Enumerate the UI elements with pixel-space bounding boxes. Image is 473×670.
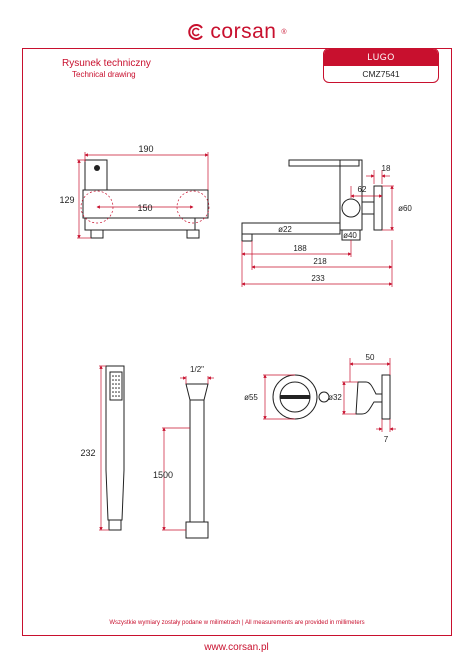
holder-front-side-knob <box>318 391 330 403</box>
brand-name: corsan <box>210 20 277 43</box>
measurement-note: Wszystkie wymiary zostały podane w milim… <box>109 620 365 626</box>
dim-50-label: 50 <box>366 353 375 362</box>
title-english: Technical drawing <box>72 70 136 79</box>
dim-18-label: 18 <box>382 164 391 173</box>
dim-dia40-label: ø40 <box>343 231 357 240</box>
faucet-front-lever-dot <box>94 165 100 171</box>
website-link[interactable]: www.corsan.pl <box>204 642 269 653</box>
faucet-front-connector-right <box>186 229 200 239</box>
dim-62-label: 62 <box>358 185 367 194</box>
dim-dia55-label: ø55 <box>244 393 258 402</box>
hose-cone-nut <box>185 383 209 401</box>
dim-129-label: 129 <box>59 195 74 205</box>
holder-side-view: 50 ø32 7 <box>328 353 396 444</box>
hand-shower-head <box>109 371 123 401</box>
dim-half-inch-label: 1/2" <box>190 365 204 374</box>
dim-188-label: 188 <box>293 244 307 253</box>
dim-dia32-label: ø32 <box>328 393 342 402</box>
dim-232-label: 232 <box>80 448 95 458</box>
faucet-side-eccentric <box>361 201 375 215</box>
faucet-side-wall-flange <box>373 185 383 231</box>
hose-view: 1/2" 1500 <box>153 365 214 539</box>
dim-218-label: 218 <box>313 257 327 266</box>
faucet-front-view: 190 129 150 <box>59 144 210 239</box>
hand-shower-body <box>105 365 125 521</box>
hand-shower-view: 232 <box>80 365 125 531</box>
holder-side-arm <box>355 381 383 415</box>
model-name: LUGO <box>324 49 438 66</box>
model-code: CMZ7541 <box>362 69 400 79</box>
dim-1500-label: 1500 <box>153 470 173 480</box>
dim-dia22-label: ø22 <box>278 225 292 234</box>
dim-150-label: 150 <box>137 203 152 213</box>
brand-registered-mark: ® <box>281 28 287 36</box>
hand-shower-connector <box>108 519 122 531</box>
faucet-side-aerator <box>241 233 253 242</box>
dim-190-label: 190 <box>138 144 153 154</box>
brand-logo: corsan ® <box>0 20 473 47</box>
faucet-front-connector-left <box>90 229 104 239</box>
dim-233-label: 233 <box>311 274 325 283</box>
faucet-side-cartridge <box>341 198 361 218</box>
title-polish: Rysunek techniczny <box>62 58 151 69</box>
faucet-front-body <box>84 159 108 191</box>
drawing-frame <box>22 48 452 636</box>
faucet-side-spout <box>241 222 341 235</box>
faucet-side-view: 18 62 ø60 ø22 ø40 188 218 233 <box>241 159 412 287</box>
holder-front-view: ø55 <box>244 374 330 420</box>
model-box: LUGO CMZ7541 <box>323 48 439 83</box>
faucet-side-lever <box>288 159 360 167</box>
dim-7-label: 7 <box>384 435 389 444</box>
hand-shower-nozzles <box>112 375 120 397</box>
holder-front-bar <box>280 395 310 399</box>
corsan-swirl-icon <box>188 24 204 40</box>
faucet-front-base <box>84 217 196 231</box>
dim-dia60-label: ø60 <box>398 204 412 213</box>
hose-bottom-nut <box>185 521 209 539</box>
holder-side-wall-plate <box>381 374 391 420</box>
